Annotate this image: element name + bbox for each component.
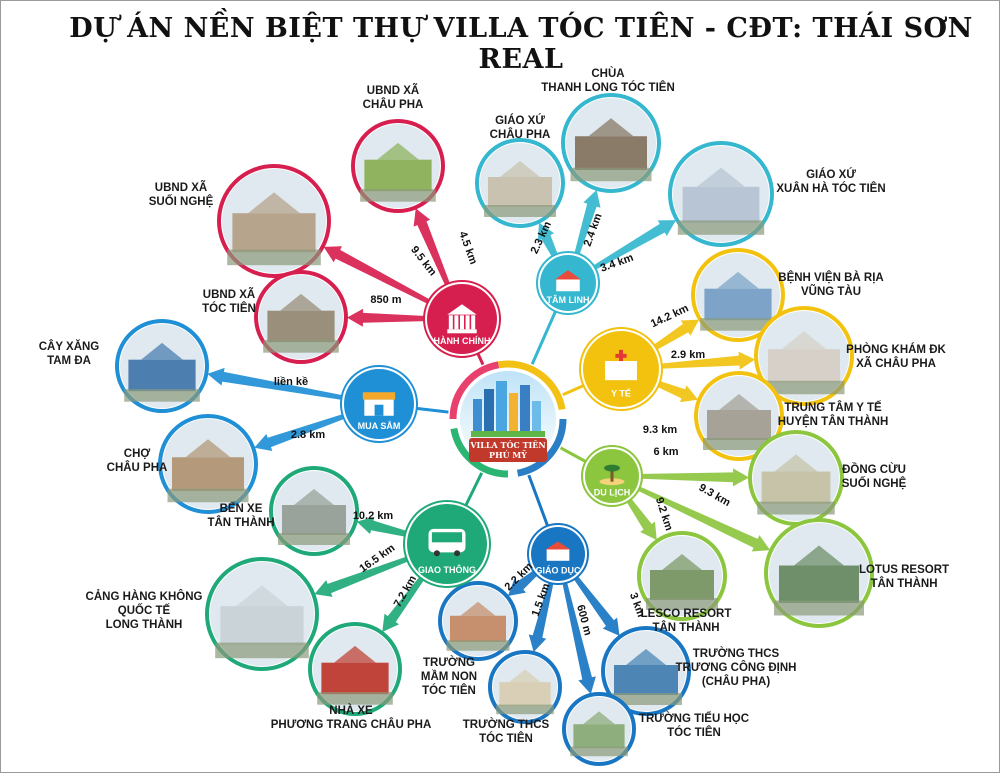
shop-icon [362,392,396,416]
center-node: VILLA TÓC TIÊN PHÚ MỸ [448,359,568,479]
destination-photo[interactable] [754,306,854,406]
destination-photo[interactable] [601,626,691,716]
category-hubs: HÀNH CHÍNH TÂM LINH Y TẾ DU LỊCH GIÁO DỤC GIA… [340,251,663,588]
destination-photo[interactable] [115,319,209,413]
distance-label: 10.2 km [353,510,394,522]
hub-du-lich[interactable]: DU LỊCH [581,445,643,507]
hub-name: HÀNH CHÍNH [434,336,491,346]
distance-label: 850 m [370,294,401,306]
arrow-to-destination [254,409,360,451]
skyline-icon [471,381,545,437]
hub-giao-duc[interactable]: GIÁO DỤC [527,523,589,585]
destination-photo[interactable] [488,650,562,724]
hub-hanh-chinh[interactable]: HÀNH CHÍNH [423,280,501,358]
destination-photo[interactable] [254,270,348,364]
center-name-line2: PHÚ MỸ [489,450,527,460]
hospital-icon [605,349,637,381]
destination-photo[interactable] [668,141,774,247]
arrow-to-destination [625,481,771,552]
arrow-to-destination [643,351,756,370]
destination-photo[interactable] [748,430,844,526]
arrow-to-destination [628,468,750,487]
destination-photo[interactable] [269,466,359,556]
hub-name: GIAO THÔNG [418,564,476,575]
destination-photo[interactable] [158,414,258,514]
distance-label: 4.5 km [456,230,479,266]
destination-photo[interactable] [308,622,402,716]
distance-label: 2.8 km [291,429,325,441]
destination-photo[interactable] [438,581,518,661]
center-ring-segment [497,360,566,411]
destination-photo[interactable] [637,531,727,621]
destination-photo[interactable] [562,692,636,766]
center-name-line1: VILLA TÓC TIÊN [469,440,545,450]
destination-photo[interactable] [694,371,784,461]
hub-giao-thong[interactable]: GIAO THÔNG [403,500,491,588]
hub-name: MUA SẮM [358,421,401,431]
destination-photo[interactable] [764,518,874,628]
destination-photo[interactable] [475,138,565,228]
arrow-to-destination [581,220,677,277]
destination-photo[interactable] [217,164,331,278]
destination-photo[interactable] [205,557,319,671]
school-icon [545,541,571,561]
hub-tam-linh[interactable]: TÂM LINH [536,251,600,315]
center-name-banner [469,438,547,462]
arrow-to-destination [413,208,456,301]
distance-label: 6 km [653,446,678,458]
destination-photo[interactable] [691,248,785,342]
bus-icon [428,528,466,557]
palm-island-icon [599,464,625,486]
destination-photo[interactable] [351,119,445,213]
destination-photos [115,93,874,766]
distance-label: liền kề [274,376,308,388]
distance-label: 2.9 km [671,349,705,361]
temple-icon [555,270,581,292]
arrow-to-destination [566,565,620,636]
distance-label: 9.3 km [697,482,733,510]
hub-name: DU LỊCH [594,487,631,497]
arrow-to-destination [528,569,557,653]
center-ring-segment [516,418,567,477]
arrow-to-destination [346,308,442,327]
destination-photo[interactable] [561,93,661,193]
page-title: DỰ ÁN NỀN BIỆT THỰ VILLA TÓC TIÊN - CĐT:… [69,13,973,75]
hub-name: GIÁO DỤC [536,565,582,575]
hub-mua-sam[interactable]: MUA SẮM [340,365,418,443]
center-ring-segment [449,361,500,420]
arrow-to-destination [207,367,359,403]
arrow-to-destination [323,246,445,312]
hub-name: Y TẾ [611,388,631,398]
arrow-to-destination [559,569,596,694]
hub-y-te[interactable]: Y TẾ [579,327,663,411]
arrow-to-destination [571,189,601,268]
hub-name: TÂM LINH [547,294,590,305]
arrow-to-destination [314,550,426,597]
government-building-icon [447,304,477,334]
distance-label: 9.3 km [643,424,677,436]
